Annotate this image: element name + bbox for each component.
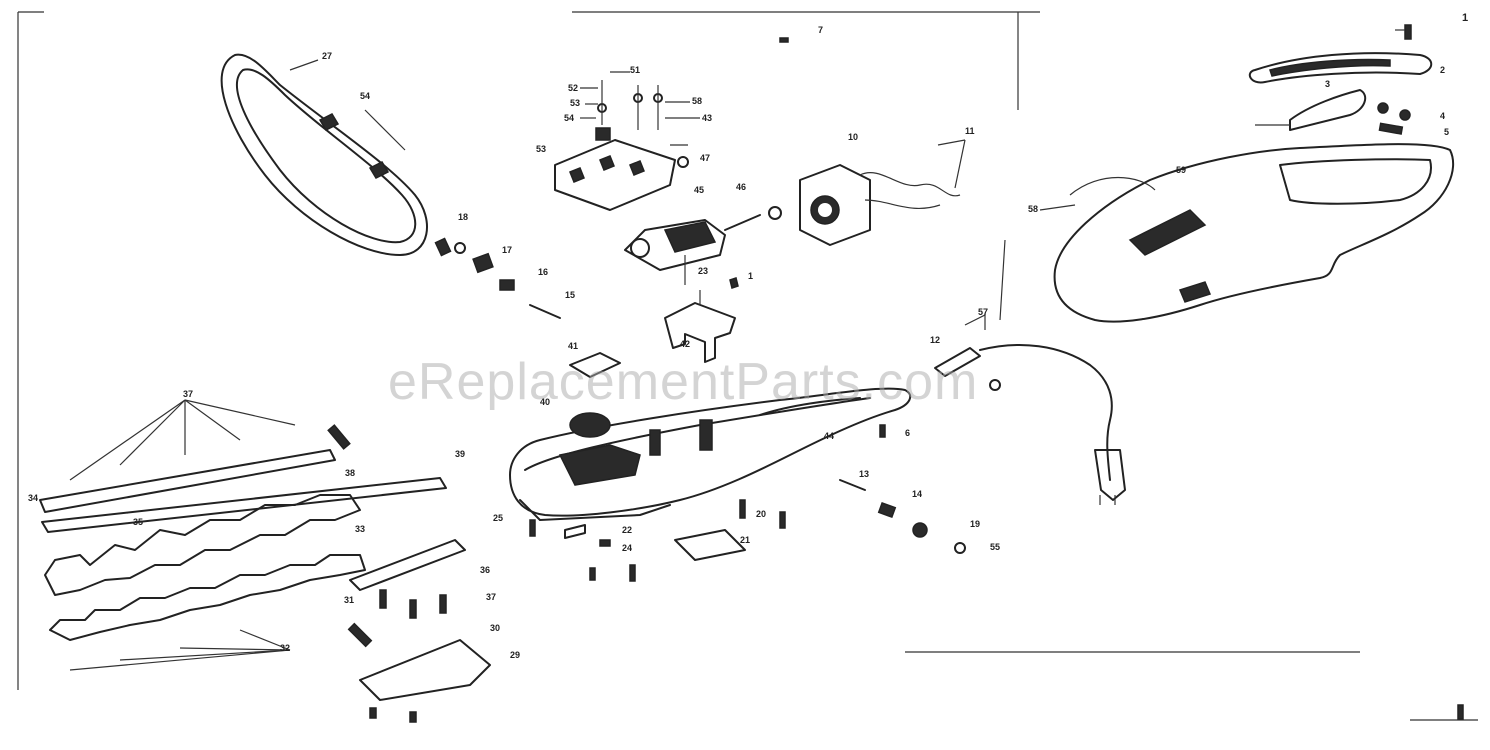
callout-16: 16 <box>538 267 549 277</box>
callout-59: 59 <box>1176 165 1187 175</box>
callout-51: 51 <box>630 65 641 75</box>
callout-6: 6 <box>905 428 911 438</box>
callout-55: 55 <box>990 542 1001 552</box>
callout-4: 4 <box>1440 111 1446 121</box>
callout-27: 27 <box>322 51 333 61</box>
callout-40: 40 <box>540 397 551 407</box>
callout-17: 17 <box>502 245 513 255</box>
power-cord <box>934 314 1126 505</box>
handle-top-cover <box>1248 24 1433 84</box>
small-hardware <box>369 37 1464 723</box>
callout-3: 3 <box>1325 79 1331 89</box>
callout-36: 36 <box>480 565 491 575</box>
callout-35: 35 <box>133 517 144 527</box>
brush-parts <box>434 237 561 319</box>
callout-11: 11 <box>965 126 975 136</box>
callout-20: 20 <box>756 509 767 519</box>
callout-32: 32 <box>280 643 291 653</box>
callout-45: 45 <box>694 185 705 195</box>
frame-lines <box>17 11 1478 721</box>
callout-30: 30 <box>490 623 501 633</box>
main-housing <box>509 352 912 539</box>
callout-58: 58 <box>692 96 703 106</box>
callout-58b: 58 <box>1028 204 1039 214</box>
callout-46: 46 <box>736 182 747 192</box>
gear-cover-assembly <box>554 71 700 211</box>
armature <box>624 206 782 285</box>
callout-44: 44 <box>824 431 835 441</box>
callout-15: 15 <box>565 290 576 300</box>
callout-42: 42 <box>680 339 691 349</box>
switch-parts <box>1255 89 1411 135</box>
callout-10: 10 <box>848 132 859 142</box>
callout-18: 18 <box>458 212 469 222</box>
callout-43: 43 <box>702 113 713 123</box>
motor-field <box>799 139 966 246</box>
callout-47: 47 <box>700 153 711 163</box>
callout-29: 29 <box>510 650 521 660</box>
callout-5: 5 <box>1444 127 1450 137</box>
callout-38: 38 <box>345 468 356 478</box>
page-number: 1 <box>1462 12 1469 24</box>
callout-34: 34 <box>28 493 39 503</box>
callout-19: 19 <box>970 519 981 529</box>
motor-bracket <box>664 277 739 363</box>
rear-handle-housing <box>1039 143 1455 323</box>
front-handle-loop <box>220 53 428 256</box>
callout-57: 57 <box>978 307 989 317</box>
callout-37: 37 <box>183 389 194 399</box>
callout-24: 24 <box>622 543 633 553</box>
callout-7: 7 <box>818 25 824 35</box>
callout-33: 33 <box>355 524 366 534</box>
callout-53b: 53 <box>536 144 547 154</box>
callout-53: 53 <box>570 98 581 108</box>
blade-assembly <box>39 399 491 701</box>
callout-39: 39 <box>455 449 466 459</box>
callout-23: 23 <box>698 266 709 276</box>
callout-21: 21 <box>740 535 751 545</box>
callout-31: 31 <box>344 595 355 605</box>
callout-13: 13 <box>859 469 870 479</box>
callout-22: 22 <box>622 525 633 535</box>
callout-41: 41 <box>568 341 579 351</box>
callout-52: 52 <box>568 83 579 93</box>
callout-12: 12 <box>930 335 941 345</box>
callout-54b: 54 <box>564 113 575 123</box>
callout-1: 1 <box>748 271 754 281</box>
callout-54: 54 <box>360 91 371 101</box>
callout-25: 25 <box>493 513 504 523</box>
callout-37b: 37 <box>486 592 497 602</box>
callout-2: 2 <box>1440 65 1446 75</box>
callout-14: 14 <box>912 489 923 499</box>
